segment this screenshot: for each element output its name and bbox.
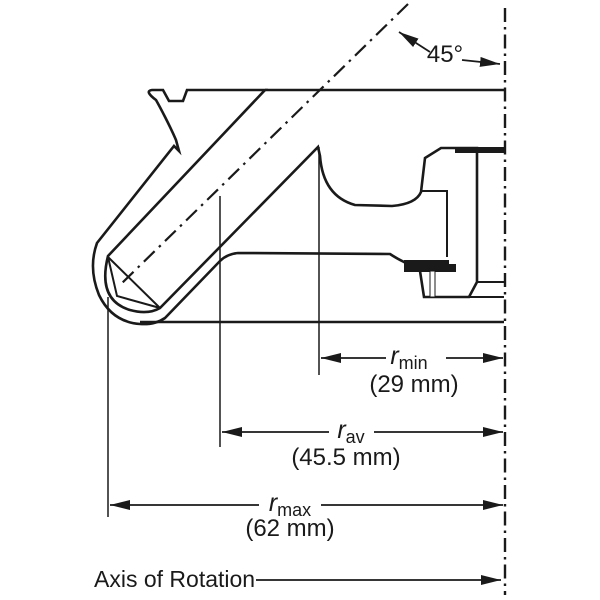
angle-leader-to-axis — [461, 56, 501, 67]
rav-label: rav — [337, 416, 364, 447]
hub-part-boundary-line — [420, 190, 448, 257]
rav-dimension: rav (45.5 mm) — [222, 416, 503, 471]
rotor-body-cross-section — [91, 88, 479, 326]
rmax-value: (62 mm) — [245, 515, 334, 542]
rmin-label: rmin — [390, 342, 427, 373]
rmax-label: rmax — [269, 489, 311, 520]
axis-of-rotation-label: Axis of Rotation — [94, 566, 255, 592]
tube-centerline — [119, 3, 409, 286]
rav-value: (45.5 mm) — [291, 444, 400, 471]
rmin-dimension: rmin (29 mm) — [321, 342, 503, 398]
axis-of-rotation-annotation: Axis of Rotation — [94, 566, 501, 592]
tube-pocket-tip-outline — [107, 256, 161, 309]
hub-top-seal-bar — [455, 147, 505, 153]
angle-leader-to-centerline — [398, 31, 431, 53]
lower-seal-bar — [404, 260, 456, 272]
angle-label: 45° — [427, 41, 463, 68]
rmin-value: (29 mm) — [369, 371, 458, 398]
hub-slot-gap — [429, 270, 436, 298]
rmax-dimension: rmax (62 mm) — [110, 489, 503, 542]
angle-annotation: 45° — [398, 31, 501, 68]
